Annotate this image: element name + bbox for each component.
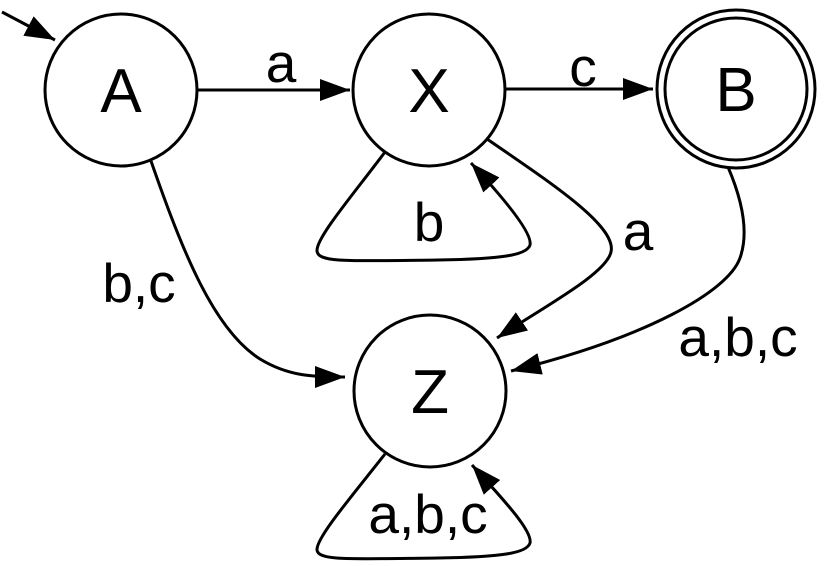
transition-B-Z: a,b,c xyxy=(510,166,798,375)
state-Z-circle xyxy=(352,313,508,469)
state-A: A xyxy=(43,12,199,168)
transition-Z-Z-label: a,b,c xyxy=(368,483,487,545)
state-X: X xyxy=(351,12,507,168)
transition-A-Z: b,c xyxy=(102,160,346,388)
state-A-label: A xyxy=(100,57,142,126)
transition-X-X: b xyxy=(315,151,532,263)
transition-X-B: c xyxy=(505,36,653,100)
initial-state-arrow-icon xyxy=(1,10,56,42)
state-X-circle xyxy=(351,12,507,168)
transition-X-Z-label: a xyxy=(623,200,654,262)
transition-X-Z: a xyxy=(486,137,654,340)
state-B-label: B xyxy=(715,56,756,125)
transition-Z-Z-path xyxy=(315,453,532,561)
transition-B-Z-path xyxy=(510,166,746,375)
transition-Z-Z: a,b,c xyxy=(315,453,532,561)
transition-X-B-label: c xyxy=(569,36,597,98)
transition-X-X-path xyxy=(315,151,532,263)
state-B: B xyxy=(655,8,817,170)
state-X-label: X xyxy=(408,57,449,126)
transition-A-X: a xyxy=(197,32,350,101)
transition-A-X-label: a xyxy=(266,32,297,94)
transition-X-X-label: b xyxy=(414,191,445,253)
state-A-circle xyxy=(43,12,199,168)
state-B-inner-circle xyxy=(663,16,809,162)
state-Z-label: Z xyxy=(411,358,449,427)
transition-B-Z-label: a,b,c xyxy=(678,306,797,368)
transition-A-Z-label: b,c xyxy=(102,252,175,314)
state-Z: Z xyxy=(352,313,508,469)
transition-X-Z-path xyxy=(486,137,613,340)
transition-A-Z-path xyxy=(149,160,346,388)
